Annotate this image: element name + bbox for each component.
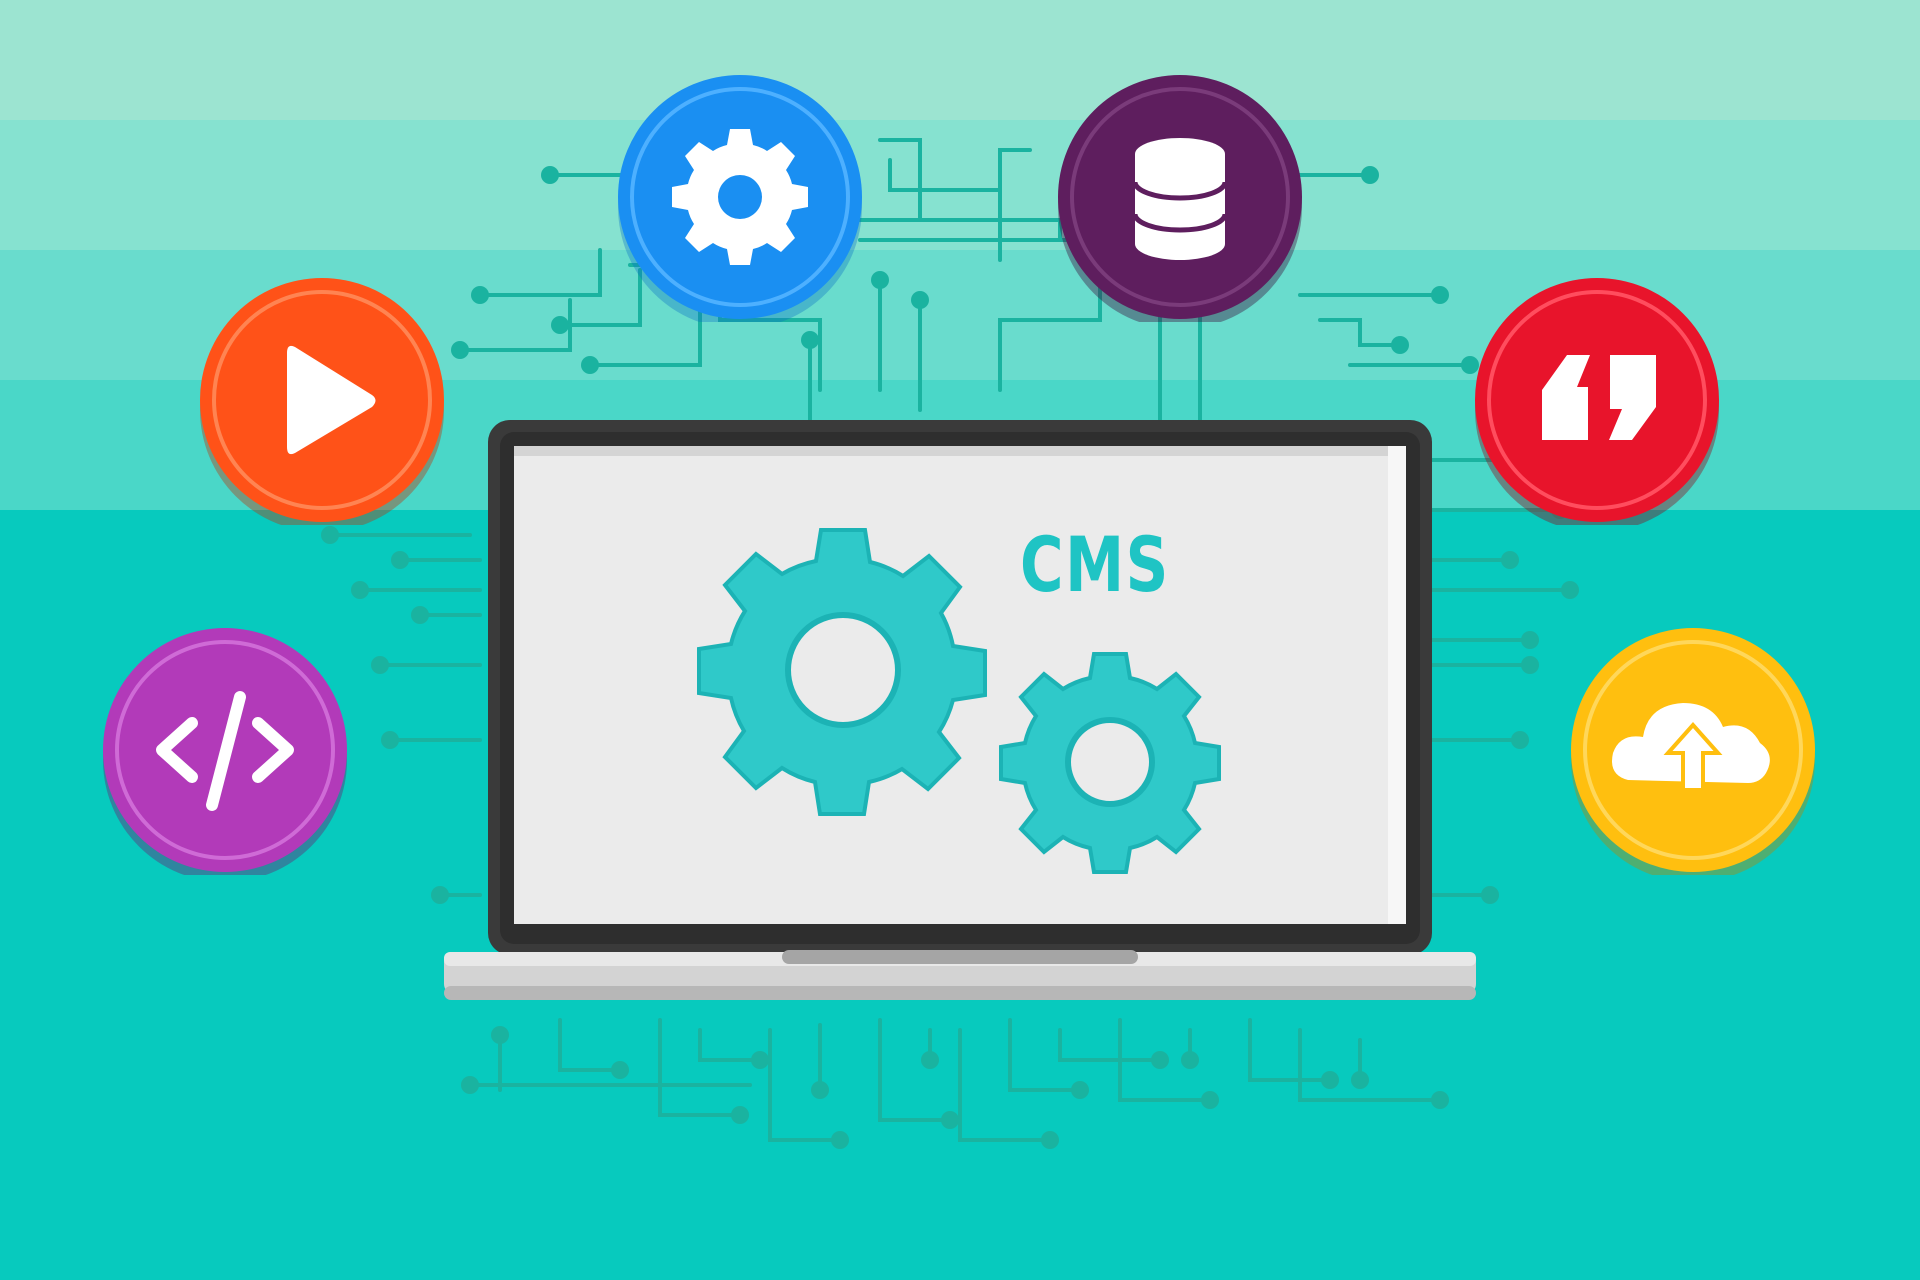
quote-badge[interactable] [1472, 275, 1722, 525]
background-band [0, 120, 1920, 250]
background-band [0, 0, 1920, 120]
small-gear-icon [999, 652, 1221, 874]
media-badge[interactable] [197, 275, 447, 525]
code-badge[interactable] [100, 625, 350, 875]
database-icon [1058, 75, 1302, 322]
settings-badge[interactable] [615, 72, 865, 322]
database-badge[interactable] [1055, 72, 1305, 322]
laptop-notch [782, 950, 1138, 964]
cloud-upload-badge[interactable] [1568, 625, 1818, 875]
settings-gear-icon [618, 75, 862, 322]
cloud-upload-icon [1571, 628, 1815, 875]
quote-icon [1475, 278, 1719, 525]
cms-label: CMS [1020, 520, 1170, 609]
code-icon [103, 628, 347, 875]
large-gear-icon [697, 528, 987, 816]
play-icon [200, 278, 444, 525]
